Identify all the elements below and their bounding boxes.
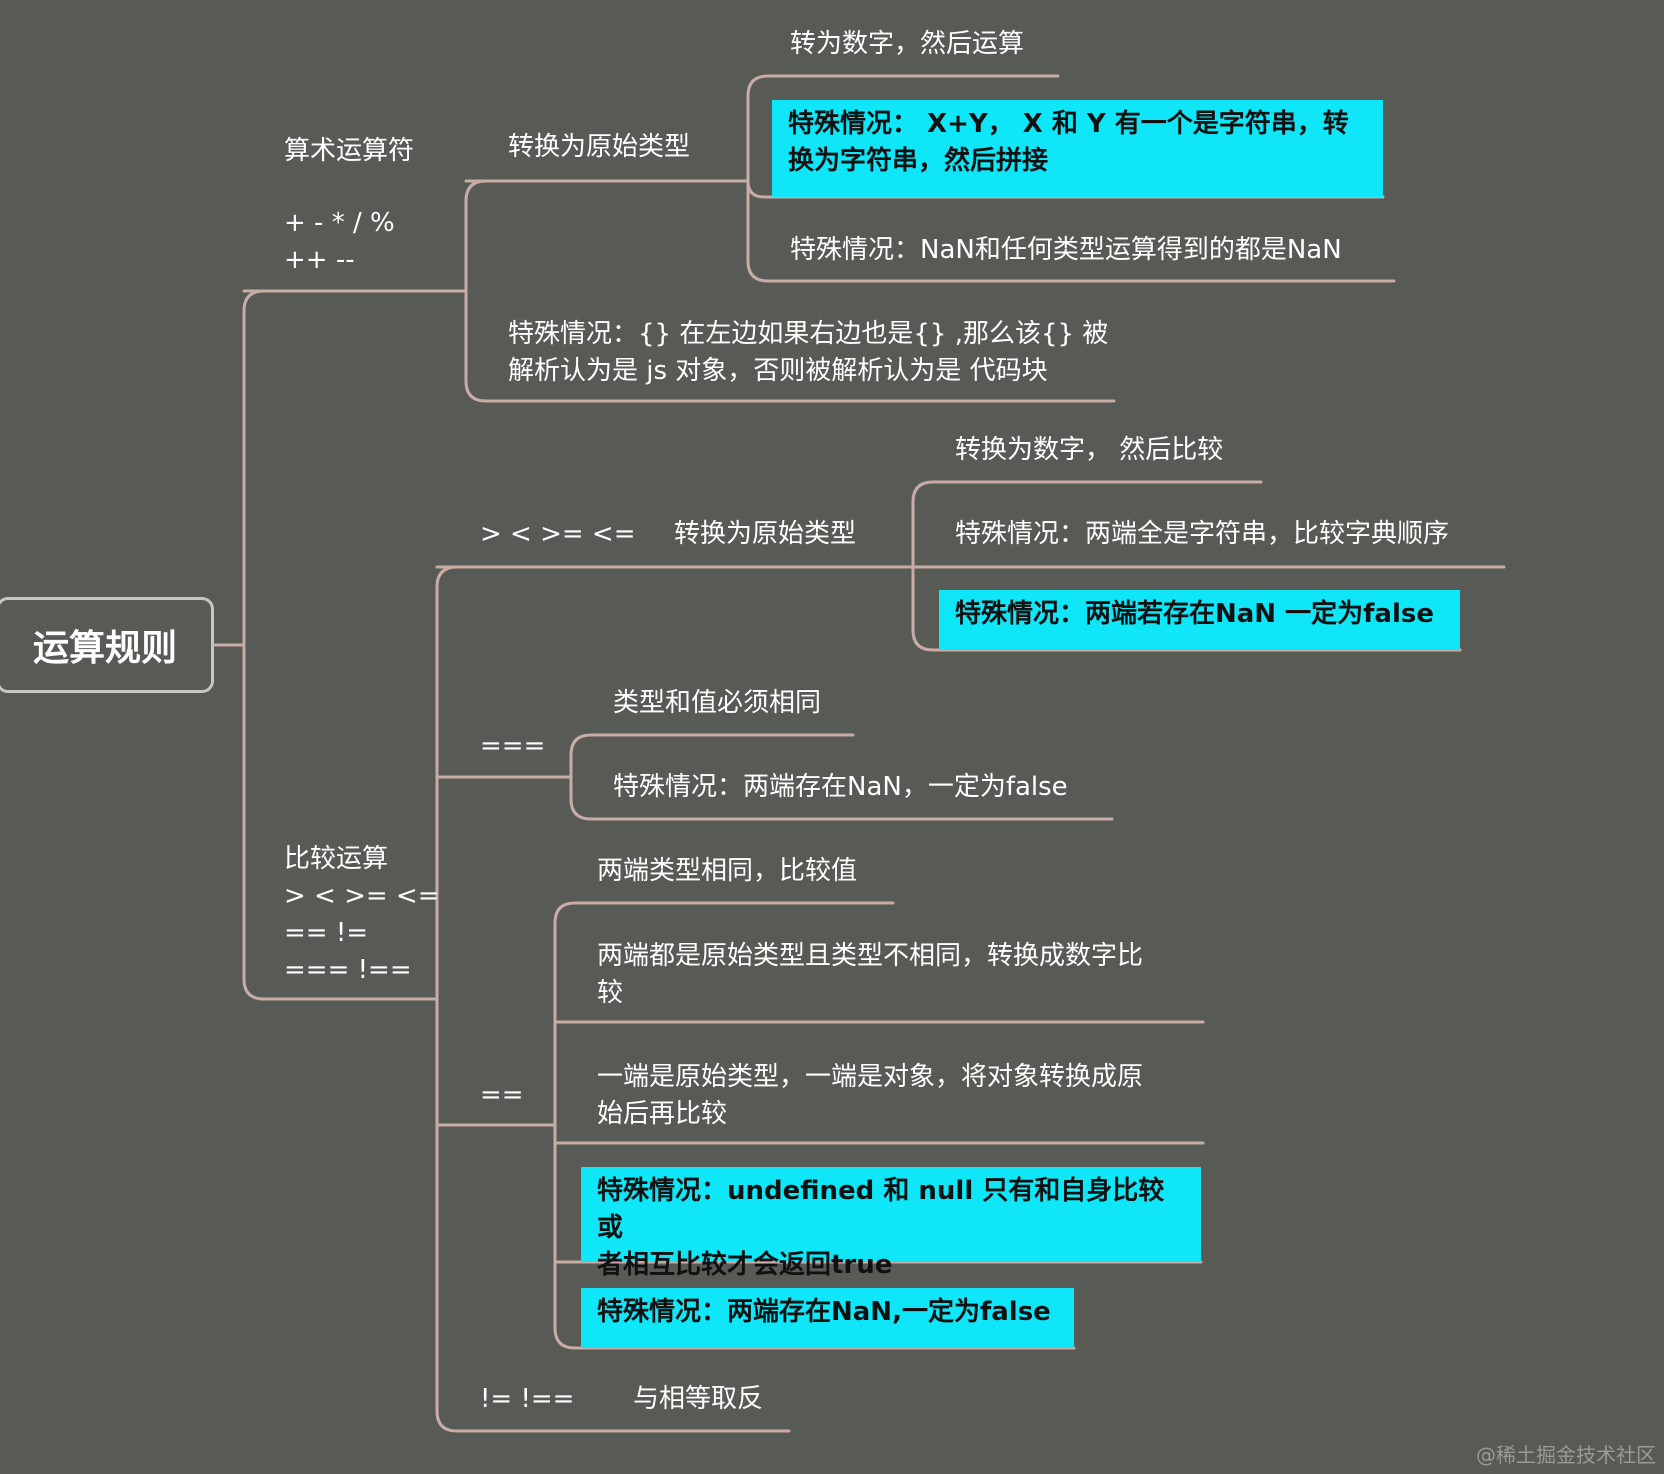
loose-object[interactable]: 一端是原始类型，一端是对象，将对象转换成原 始后再比较 [597, 1059, 1143, 1133]
compare-title-line: === !== [284, 955, 412, 985]
loose-undefined-null-highlight[interactable]: 特殊情况：undefined 和 null 只有和自身比较或 者相互比较才会返回… [581, 1167, 1201, 1280]
relational-strings[interactable]: 特殊情况：两端全是字符串，比较字典顺序 [955, 519, 1450, 549]
relational-ops[interactable]: > < >= <= [480, 519, 636, 549]
arith-title[interactable]: 算术运算符 [284, 136, 415, 166]
strict-nan[interactable]: 特殊情况：两端存在NaN，一定为false [613, 772, 1068, 802]
arith-object-line: 解析认为是 js 对象，否则被解析认为是 代码块 [508, 356, 1048, 386]
connector-relational-spine [911, 480, 1462, 652]
compare-title-line: == != [284, 918, 369, 948]
arith-string-line: 特殊情况： X+Y， X 和 Y 有一个是字符串，转 [788, 109, 1349, 139]
connector-arith-spine [464, 179, 1116, 403]
loose-diff-primitive[interactable]: 两端都是原始类型且类型不相同，转换成数字比 较 [597, 938, 1143, 1012]
arith-string-line: 换为字符串，然后拼接 [788, 146, 1049, 176]
loose-diff-line: 较 [597, 978, 624, 1008]
not-equal-ops[interactable]: != !== [480, 1384, 575, 1414]
loose-ops[interactable]: == [480, 1080, 524, 1110]
arith-nan[interactable]: 特殊情况：NaN和任何类型运算得到的都是NaN [790, 235, 1342, 265]
arith-string-highlight[interactable]: 特殊情况： X+Y， X 和 Y 有一个是字符串，转 换为字符串，然后拼接 [772, 100, 1383, 197]
strict-ops[interactable]: === [480, 731, 546, 761]
arith-ops-line: + - * / % [284, 208, 395, 238]
relational-to-primitive[interactable]: 转换为原始类型 [674, 519, 857, 549]
not-equal-desc[interactable]: 与相等取反 [633, 1384, 764, 1414]
loose-object-line: 一端是原始类型，一端是对象，将对象转换成原 [597, 1062, 1144, 1092]
connector-arith-string [746, 179, 1385, 199]
connector-strict-spine [569, 733, 1114, 821]
loose-undefined-line: 者相互比较才会返回true [597, 1250, 893, 1280]
loose-diff-line: 两端都是原始类型且类型不相同，转换成数字比 [597, 941, 1144, 971]
connector-compare-spine [435, 565, 791, 1433]
loose-undefined-line: 特殊情况：undefined 和 null 只有和自身比较或 [597, 1176, 1165, 1243]
connector-main-spine [242, 289, 439, 1001]
connector-loose-spine [553, 901, 1076, 1350]
arith-to-primitive[interactable]: 转换为原始类型 [508, 132, 691, 162]
root-node[interactable]: 运算规则 [0, 597, 214, 693]
compare-title[interactable]: 比较运算 > < >= <= == != === !== [284, 841, 440, 989]
connector-arith-sub-spine [746, 74, 1396, 283]
arith-ops: + - * / % ++ -- [284, 205, 395, 279]
watermark: @稀土掘金技术社区 [1476, 1443, 1656, 1467]
loose-object-line: 始后再比较 [597, 1099, 728, 1129]
relational-to-number[interactable]: 转换为数字， 然后比较 [955, 435, 1224, 465]
arith-object-note[interactable]: 特殊情况：{} 在左边如果右边也是{} ,那么该{} 被 解析认为是 js 对象… [508, 316, 1108, 390]
compare-title-line: > < >= <= [284, 881, 440, 911]
loose-nan-highlight[interactable]: 特殊情况：两端存在NaN,一定为false [581, 1288, 1074, 1348]
arith-number[interactable]: 转为数字，然后运算 [790, 29, 1025, 59]
arith-ops-line: ++ -- [284, 245, 355, 275]
arith-object-line: 特殊情况：{} 在左边如果右边也是{} ,那么该{} 被 [508, 319, 1109, 349]
compare-title-line: 比较运算 [284, 844, 389, 874]
loose-same-type[interactable]: 两端类型相同，比较值 [597, 856, 858, 886]
relational-nan-highlight[interactable]: 特殊情况：两端若存在NaN 一定为false [939, 590, 1460, 650]
strict-same[interactable]: 类型和值必须相同 [613, 688, 822, 718]
